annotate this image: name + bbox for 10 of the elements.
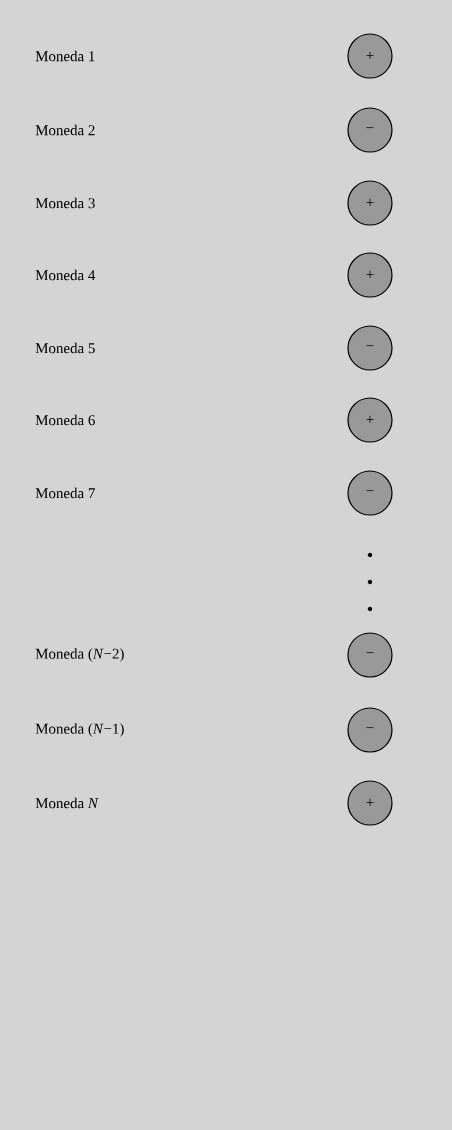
coin-label: Moneda 7 [35,487,95,499]
coin-label: Moneda 4 [35,269,96,281]
coin-label: Moneda 3 [35,197,95,209]
coin-label: Moneda (N−2) [35,648,124,662]
coin-label: Moneda N [35,797,99,809]
coin-label: Moneda (N−1) [35,723,124,737]
coin-label: Moneda 5 [35,342,95,354]
coin-label: Moneda 6 [35,414,95,426]
coin-label: Moneda 1 [35,50,95,62]
coin-label: Moneda 2 [35,124,95,136]
